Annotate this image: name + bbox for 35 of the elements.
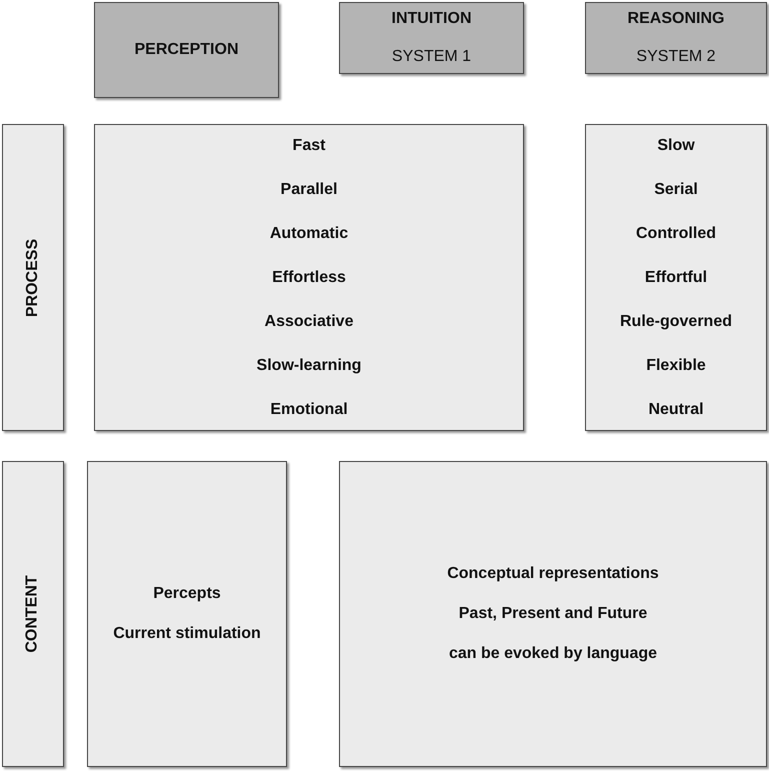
list-item: Rule-governed: [620, 312, 732, 330]
list-item: Parallel: [280, 180, 338, 198]
list-item: Percepts: [153, 585, 221, 603]
header-title: PERCEPTION: [134, 41, 238, 59]
content-box: [339, 461, 767, 767]
content-box: [87, 461, 287, 767]
list-item: Serial: [654, 180, 698, 198]
row-label: PROCESS: [24, 238, 42, 317]
list-item: Current stimulation: [113, 625, 261, 643]
list-item: Controlled: [636, 224, 716, 242]
header-subtitle: SYSTEM 2: [636, 48, 716, 66]
content-box: [94, 124, 524, 431]
column-header-box: [339, 2, 524, 74]
list-item: Associative: [264, 312, 354, 330]
column-header-box: [94, 2, 279, 98]
list-item: can be evoked by language: [448, 645, 658, 663]
header-title: REASONING: [628, 10, 724, 28]
content-box: [585, 124, 767, 431]
list-item: Effortful: [644, 268, 708, 286]
row-label: CONTENT: [24, 575, 42, 653]
list-item: Conceptual representations: [447, 565, 659, 583]
list-item: Past, Present and Future: [458, 605, 648, 623]
header-subtitle: SYSTEM 1: [392, 48, 472, 66]
list-item: Slow: [657, 136, 695, 154]
header-title: INTUITION: [392, 10, 472, 28]
list-item: Slow-learning: [256, 356, 362, 374]
list-item: Automatic: [270, 224, 348, 242]
list-item: Emotional: [270, 400, 348, 418]
list-item: Fast: [292, 136, 326, 154]
list-item: Neutral: [648, 400, 704, 418]
row-header-box: [2, 124, 64, 431]
row-header-box: [2, 461, 64, 767]
list-item: Flexible: [646, 356, 706, 374]
column-header-box: [585, 2, 767, 74]
list-item: Effortless: [272, 268, 346, 286]
